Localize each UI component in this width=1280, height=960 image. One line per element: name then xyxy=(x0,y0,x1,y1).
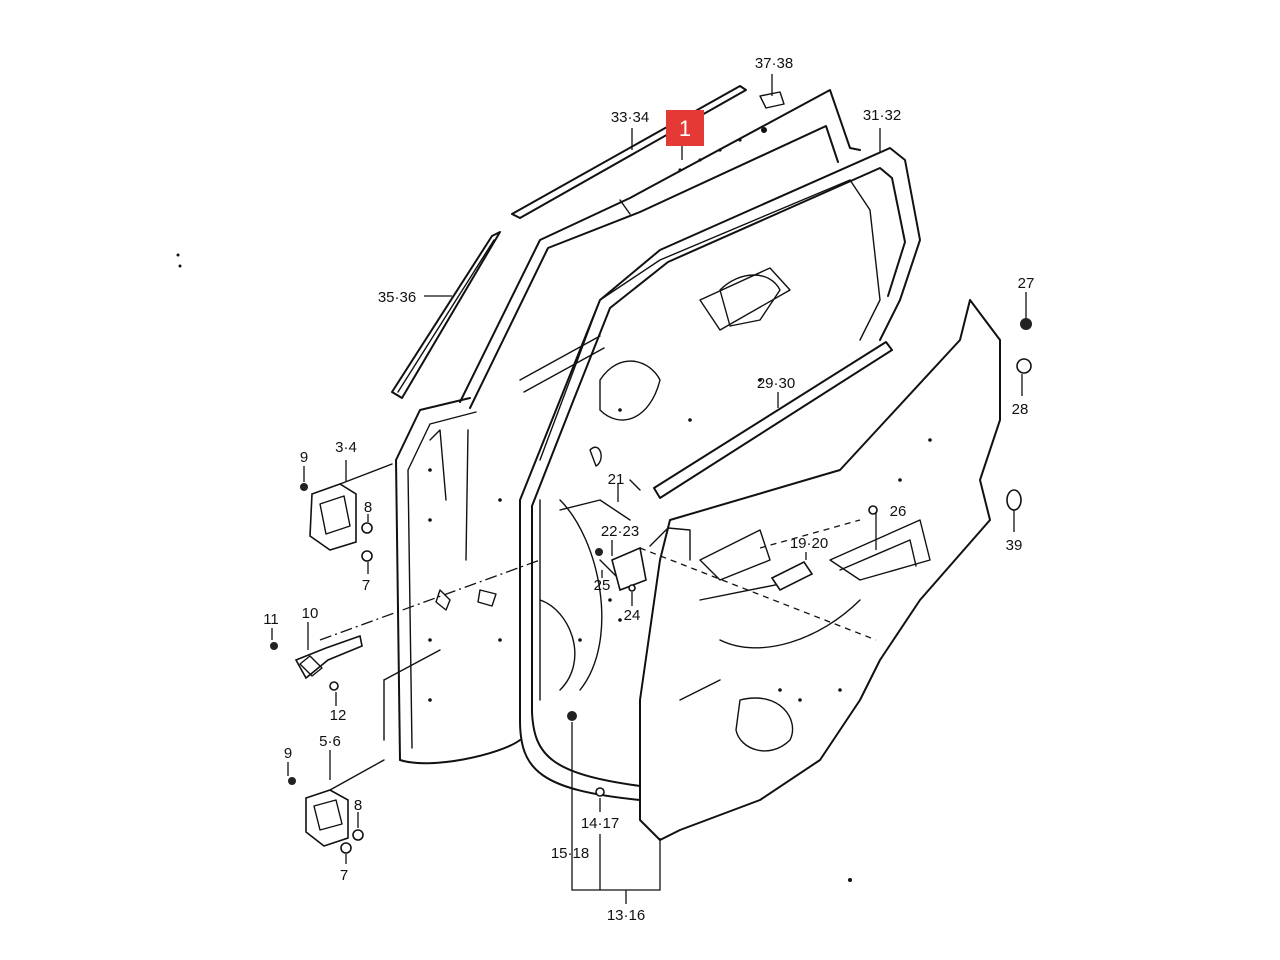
window-molding-strip xyxy=(511,85,747,219)
label-12: 12 xyxy=(330,707,347,724)
small-parts xyxy=(567,318,1032,797)
upper-hinge xyxy=(300,463,393,562)
label-13-16: 13·16 xyxy=(607,907,645,924)
label-31-32: 31·32 xyxy=(863,107,901,124)
label-39: 39 xyxy=(1006,537,1023,554)
label-19-20: 19·20 xyxy=(790,535,828,552)
label-11: 11 xyxy=(263,611,279,628)
label-15-18: 15·18 xyxy=(551,845,589,862)
label-9-lower: 9 xyxy=(284,745,292,762)
door-trim-panel xyxy=(639,299,1001,841)
door-frame-sash xyxy=(459,89,861,409)
sash-strip xyxy=(391,231,501,399)
belt-molding xyxy=(519,335,893,499)
part-labels: 37·38 33·34 31·32 35·36 29·30 27 28 39 2… xyxy=(263,55,1034,924)
label-24: 24 xyxy=(624,607,641,624)
inner-door-panel xyxy=(395,179,881,765)
label-22-23: 22·23 xyxy=(601,523,639,540)
label-8-lower: 8 xyxy=(354,797,362,814)
assembly-lines xyxy=(319,519,877,741)
label-5-6: 5·6 xyxy=(319,733,341,750)
callout-label: 1 xyxy=(679,116,691,141)
label-35-36: 35·36 xyxy=(378,289,416,306)
label-26: 26 xyxy=(890,503,907,520)
label-7-upper: 7 xyxy=(362,577,370,594)
inside-handle xyxy=(770,560,814,592)
label-7-lower: 7 xyxy=(340,867,348,884)
door-check xyxy=(270,634,363,691)
label-27: 27 xyxy=(1018,275,1035,292)
label-8-upper: 8 xyxy=(364,499,372,516)
latch-assembly xyxy=(595,546,647,592)
label-3-4: 3·4 xyxy=(335,439,357,456)
label-21: 21 xyxy=(608,471,625,488)
scan-specks xyxy=(176,253,852,882)
label-33-34: 33·34 xyxy=(611,109,649,126)
callout-marker xyxy=(666,110,704,146)
label-9-upper: 9 xyxy=(300,449,308,466)
lower-hinge xyxy=(288,759,385,854)
label-14-17: 14·17 xyxy=(581,815,619,832)
label-28: 28 xyxy=(1012,401,1029,418)
door-weatherstrip xyxy=(519,147,921,801)
label-10: 10 xyxy=(302,605,319,622)
label-29-30: 29·30 xyxy=(757,375,795,392)
label-37-38: 37·38 xyxy=(755,55,793,72)
label-25: 25 xyxy=(594,577,611,594)
